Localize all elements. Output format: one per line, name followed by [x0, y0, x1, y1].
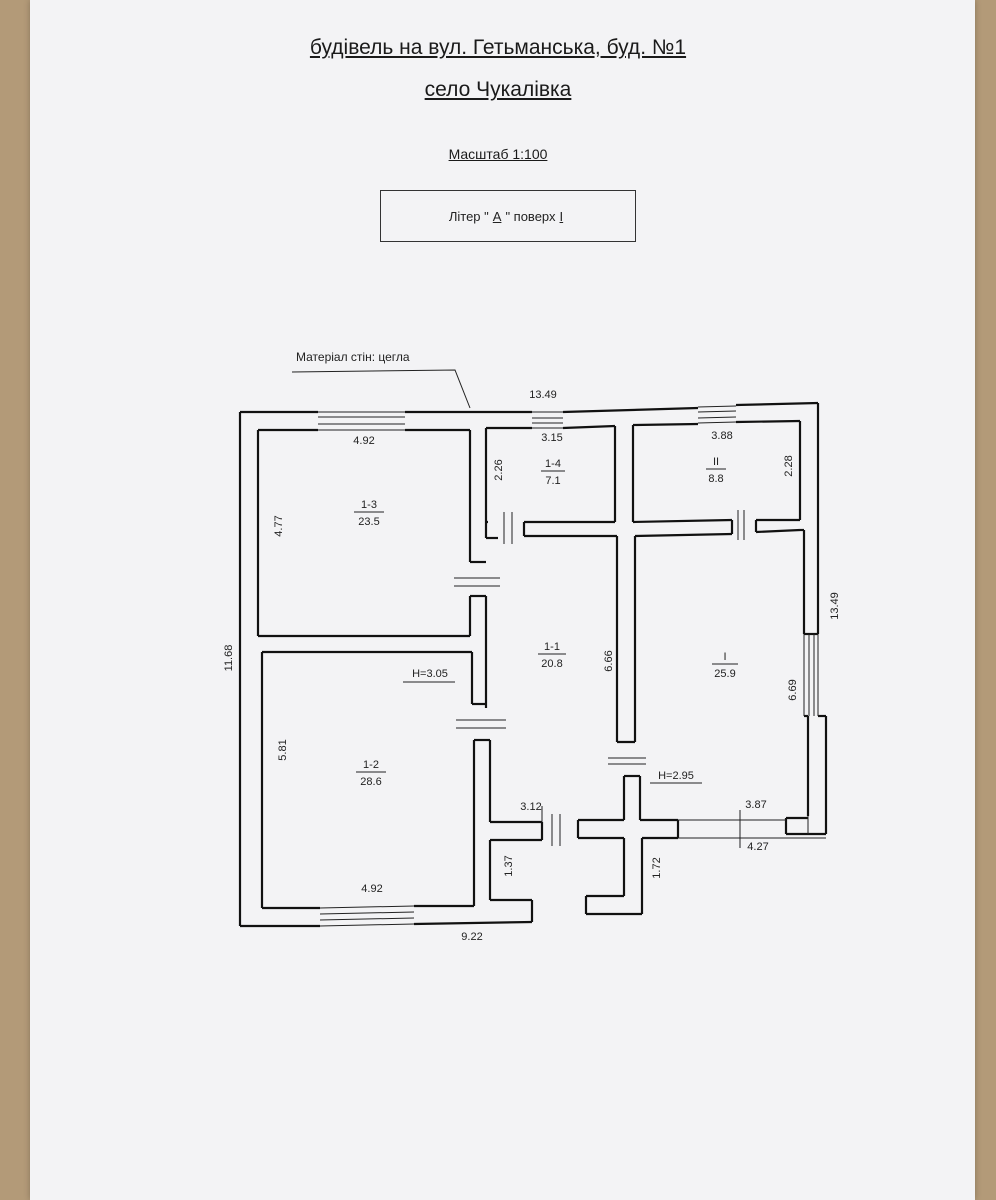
room-area: 20.8: [541, 658, 562, 670]
dim-room13-height: 4.77: [273, 515, 285, 536]
dim-room11-height: 6.66: [603, 650, 615, 671]
liter-prefix: Літер ": [448, 208, 489, 224]
dim-room14-width: 3.15: [541, 432, 562, 444]
room-area: 25.9: [714, 668, 735, 680]
document-subtitle: село Чукалівка: [424, 78, 572, 101]
room-id: II: [713, 456, 719, 468]
room-area: 8.8: [708, 473, 723, 485]
room-id: 1-3: [361, 499, 377, 511]
room-id: 1-1: [544, 641, 560, 653]
door-marks: [454, 510, 826, 848]
dim-bottom-total: 9.22: [461, 931, 482, 943]
height-underlines: [403, 681, 702, 784]
dim-roomII-width: 3.88: [711, 430, 732, 442]
room-id: I: [723, 651, 726, 663]
dim-roomII-height: 2.28: [783, 455, 795, 476]
floor-value: I: [559, 208, 564, 224]
liter-mid: " поверх: [505, 208, 556, 224]
height-label-left: H=3.05: [412, 668, 448, 680]
room-area: 7.1: [545, 475, 560, 487]
room-area: 23.5: [358, 516, 379, 528]
outer-walls: [238, 401, 828, 928]
room-id: 1-2: [363, 759, 379, 771]
dim-room12-height: 5.81: [277, 739, 289, 760]
dim-roomI-height: 6.69: [787, 679, 799, 700]
height-label-right: H=2.95: [658, 770, 694, 782]
dim-roomI-width: 3.87: [745, 799, 766, 811]
dim-porch-right-height: 1.72: [651, 857, 663, 878]
material-leader-line: [291, 369, 471, 409]
dim-porch-left-height: 1.37: [503, 855, 515, 876]
dim-top-total: 13.49: [529, 389, 557, 401]
wall-material-label: Матеріал стін: цегла: [296, 350, 410, 364]
liter-value: А: [492, 208, 502, 224]
dim-room12-width: 4.92: [361, 883, 382, 895]
dim-room11-width: 3.12: [520, 801, 541, 813]
dim-room13-width: 4.92: [353, 435, 374, 447]
room-id: 1-4: [545, 458, 561, 470]
room-area: 28.6: [360, 776, 381, 788]
windows: [318, 405, 819, 927]
dim-right-total: 13.49: [829, 592, 841, 620]
dim-left-total: 11.68: [223, 645, 235, 672]
dim-porch-width: 4.27: [747, 841, 768, 853]
liter-floor-box: Літер " А " поверх I: [380, 190, 636, 242]
interior-walls: [258, 425, 801, 922]
room-fraction-lines: [354, 468, 738, 773]
scale-label: Масштаб 1:100: [448, 146, 548, 162]
document-title: будівель на вул. Гетьманська, буд. №1: [309, 36, 687, 59]
dim-room14-height: 2.26: [493, 459, 505, 480]
